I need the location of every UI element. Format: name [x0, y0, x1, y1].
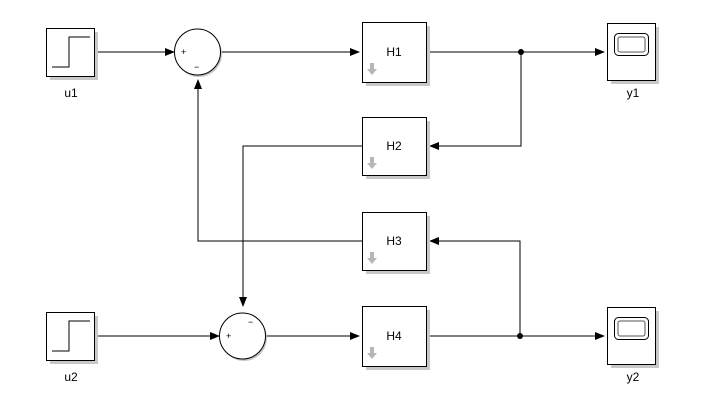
step-source-u2[interactable]: u2 [46, 312, 99, 385]
wire-h1-h2[interactable] [429, 52, 522, 150]
branch-point-y2 [517, 333, 523, 339]
down-arrow-icon [367, 347, 377, 359]
down-arrow-icon [367, 157, 377, 169]
down-arrow-icon [367, 63, 377, 75]
block-label-h2: H2 [386, 139, 402, 153]
sum2-top-sign: − [248, 317, 253, 327]
sum-block-2[interactable]: + − [219, 312, 268, 361]
step-icon [52, 320, 90, 352]
scope-y2[interactable]: y2 [607, 307, 660, 385]
scope-label-y1: y1 [627, 86, 640, 100]
scope-icon [614, 33, 649, 56]
wire-h3-sum1[interactable] [194, 79, 362, 242]
sum1-bottom-sign: − [194, 62, 199, 72]
step-source-u1[interactable]: u1 [46, 28, 99, 101]
step-icon [52, 36, 90, 68]
sum-block-1[interactable]: + − [174, 28, 223, 77]
down-arrow-icon [367, 252, 377, 264]
transfer-block-h4[interactable]: H4 [362, 306, 431, 371]
sum1-left-sign: + [181, 47, 186, 57]
block-label-h1: H1 [386, 45, 402, 59]
block-label-h3: H3 [386, 234, 402, 248]
wire-h4-h3[interactable] [429, 237, 521, 336]
scope-icon [614, 317, 649, 340]
scope-screen [617, 36, 646, 53]
connections [96, 48, 605, 340]
scope-y1[interactable]: y1 [607, 23, 660, 101]
scope-label-y2: y2 [627, 370, 640, 384]
sum2-left-sign: + [226, 331, 231, 341]
transfer-block-h3[interactable]: H3 [362, 212, 431, 275]
source-label-u2: u2 [64, 370, 78, 384]
block-label-h4: H4 [386, 329, 402, 343]
branch-point-y1 [518, 49, 524, 55]
scope-screen [617, 320, 646, 337]
transfer-block-h1[interactable]: H1 [362, 22, 431, 87]
wire-h2-sum2[interactable] [239, 145, 362, 307]
source-label-u1: u1 [64, 86, 78, 100]
transfer-block-h2[interactable]: H2 [362, 117, 431, 180]
